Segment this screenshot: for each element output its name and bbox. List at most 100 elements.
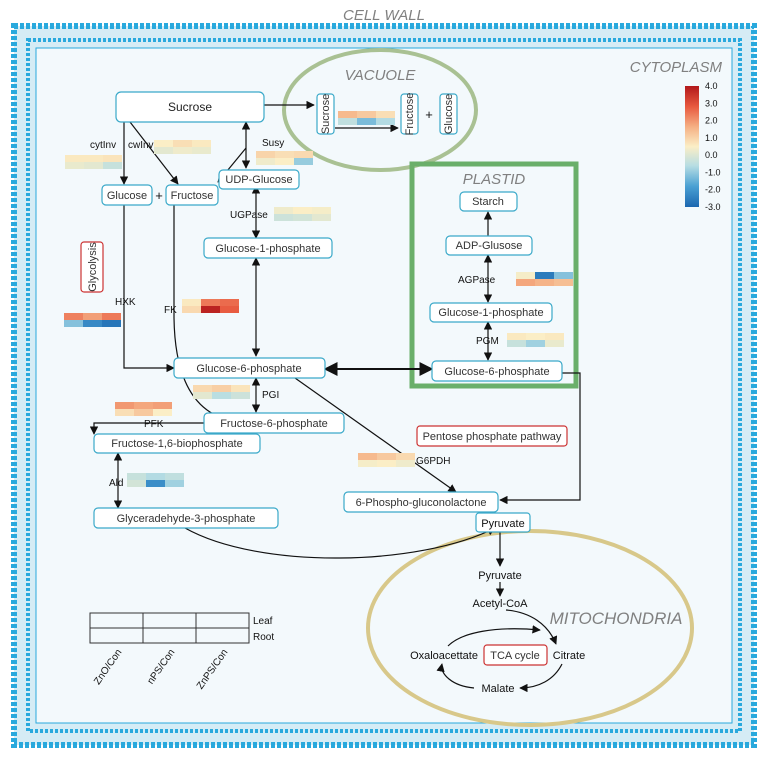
- vac-glucose-label: Glucose: [443, 94, 455, 134]
- heatmap-cell-leaf: [134, 402, 153, 409]
- heatmap-cell-root: [526, 340, 545, 347]
- vac-glucose-box: [439, 93, 458, 135]
- vacuole-labels: Sucrose Fructose Glucose: [320, 93, 455, 136]
- heatmap-cell-leaf: [516, 272, 535, 279]
- heatmap-cell-leaf: [102, 313, 121, 320]
- heatmap-cwinv: [154, 140, 211, 154]
- starch-box: [459, 191, 518, 212]
- heatmap-cell-root: [293, 214, 312, 221]
- heatmap-cell-root: [115, 409, 134, 416]
- heatmap-cell-leaf: [376, 111, 395, 118]
- g6p-label: Glucose-6-phosphate: [196, 363, 301, 375]
- heatmap-cell-leaf: [377, 453, 396, 460]
- heatmap-cell-leaf: [154, 140, 173, 147]
- heatmap-cell-leaf: [358, 453, 377, 460]
- pentose-phosphate-label: Pentose phosphate pathway: [423, 431, 562, 443]
- glycolysis-label: Glycolysis: [87, 242, 99, 292]
- heatmap-cell-leaf: [153, 402, 172, 409]
- heatmap-cell-leaf: [526, 333, 545, 340]
- heatmap-cell-leaf: [212, 385, 231, 392]
- heatmap-cell-root: [102, 320, 121, 327]
- heatmap-cell-leaf: [545, 333, 564, 340]
- cell-wall-title: CELL WALL: [343, 7, 425, 24]
- enzyme-ald: Ald: [109, 478, 123, 489]
- pgl-label: 6-Phospho-gluconolactone: [356, 497, 487, 509]
- pl-g1p-box: [429, 302, 553, 323]
- heatmap-cell-leaf: [312, 207, 331, 214]
- enzyme-pfk: PFK: [144, 419, 164, 430]
- heatmap-ugpase: [274, 207, 331, 221]
- heatmap-cell-leaf: [65, 155, 84, 162]
- heatmap-cell-root: [338, 118, 357, 125]
- vac-fructose-box: [400, 93, 419, 135]
- heatmap-agpase: [516, 272, 573, 286]
- arrow-g3p-pyruvate: [184, 527, 496, 559]
- heatmap-cell-leaf: [64, 313, 83, 320]
- heatmap-cell-root: [65, 162, 84, 169]
- f6p-label: Fructose-6-phosphate: [220, 418, 328, 430]
- heatmap-cell-root: [256, 158, 275, 165]
- enzyme-pgm: PGM: [476, 336, 499, 347]
- heatmap-cell-root: [231, 392, 250, 399]
- g3p-box: [93, 507, 279, 529]
- heatmap-cell-leaf: [182, 299, 201, 306]
- vac-plus-sign: +: [425, 107, 433, 122]
- heatmap-cell-root: [146, 480, 165, 487]
- heatmap-cell-leaf: [256, 151, 275, 158]
- heatmap-cell-leaf: [274, 207, 293, 214]
- colorbar-tick-label: 4.0: [705, 81, 718, 91]
- udp-glucose-box: [218, 169, 300, 190]
- enzyme-hxk: HXK: [115, 297, 136, 308]
- plastid-membrane: [409, 161, 579, 389]
- heatmap-cell-leaf: [220, 299, 239, 306]
- heatmap-cell-leaf: [275, 151, 294, 158]
- arrow-malate-oaa: [436, 663, 475, 689]
- vacuole-title: VACUOLE: [345, 67, 417, 84]
- heatmap-cell-leaf: [535, 272, 554, 279]
- heatmap-cell-root: [154, 147, 173, 154]
- heatmap-susy: [256, 151, 313, 165]
- adp-glucose-box: [445, 235, 533, 256]
- colorbar-tick-label: 0.0: [705, 150, 718, 160]
- colorbar-tick-label: -3.0: [705, 202, 721, 212]
- pentose-phosphate-box: [416, 425, 568, 447]
- glycolysis-box: [80, 241, 104, 293]
- cytoplasm-area: [35, 47, 733, 724]
- heatmap-vacinv: [338, 111, 395, 125]
- pl-g6p-label: Glucose-6-phosphate: [444, 366, 549, 378]
- g1p-box: [203, 237, 333, 259]
- g6p-box: [173, 357, 326, 379]
- heatmap-cell-root: [83, 320, 102, 327]
- heatmap-cell-root: [153, 409, 172, 416]
- heatmap-pgm: [507, 333, 564, 347]
- heatmap-cell-root: [192, 147, 211, 154]
- legend-row-root: Root: [253, 632, 274, 643]
- oxaloacetate-label: Oxaloacettate: [410, 650, 478, 662]
- pathway-labels: Glycolysis Pentose phosphate pathway TCA…: [80, 241, 568, 666]
- enzyme-susy: Susy: [262, 138, 284, 149]
- plus-sign: +: [155, 188, 163, 203]
- enzyme-cwinv: cwInv: [128, 140, 154, 151]
- heatmap-cell-leaf: [193, 385, 212, 392]
- heatmap-cell-leaf: [127, 473, 146, 480]
- heatmap-cell-root: [165, 480, 184, 487]
- fructose-label: Fructose: [171, 190, 214, 202]
- mito-pyruvate-label: Pyruvate: [478, 570, 521, 582]
- arrow-oaa-citrate: [447, 625, 541, 647]
- heatmap-cell-leaf: [165, 473, 184, 480]
- heatmap-cell-root: [312, 214, 331, 221]
- heatmap-cell-root: [64, 320, 83, 327]
- pl-g6p-box: [431, 360, 563, 382]
- glucose-box: [101, 184, 153, 206]
- sucrose-label: Sucrose: [168, 100, 212, 114]
- cell-wall-outer: [11, 23, 757, 748]
- heatmap-cell-root: [173, 147, 192, 154]
- arrow-acetylcoa-citrate: [505, 609, 558, 645]
- colorbar-gradient: [685, 86, 699, 207]
- tca-cycle-box: [483, 644, 548, 666]
- heatmap-cell-root: [377, 460, 396, 467]
- acetyl-coa-label: Acetyl-CoA: [472, 598, 528, 610]
- heatmap-cell-root: [275, 158, 294, 165]
- malate-label: Malate: [481, 683, 514, 695]
